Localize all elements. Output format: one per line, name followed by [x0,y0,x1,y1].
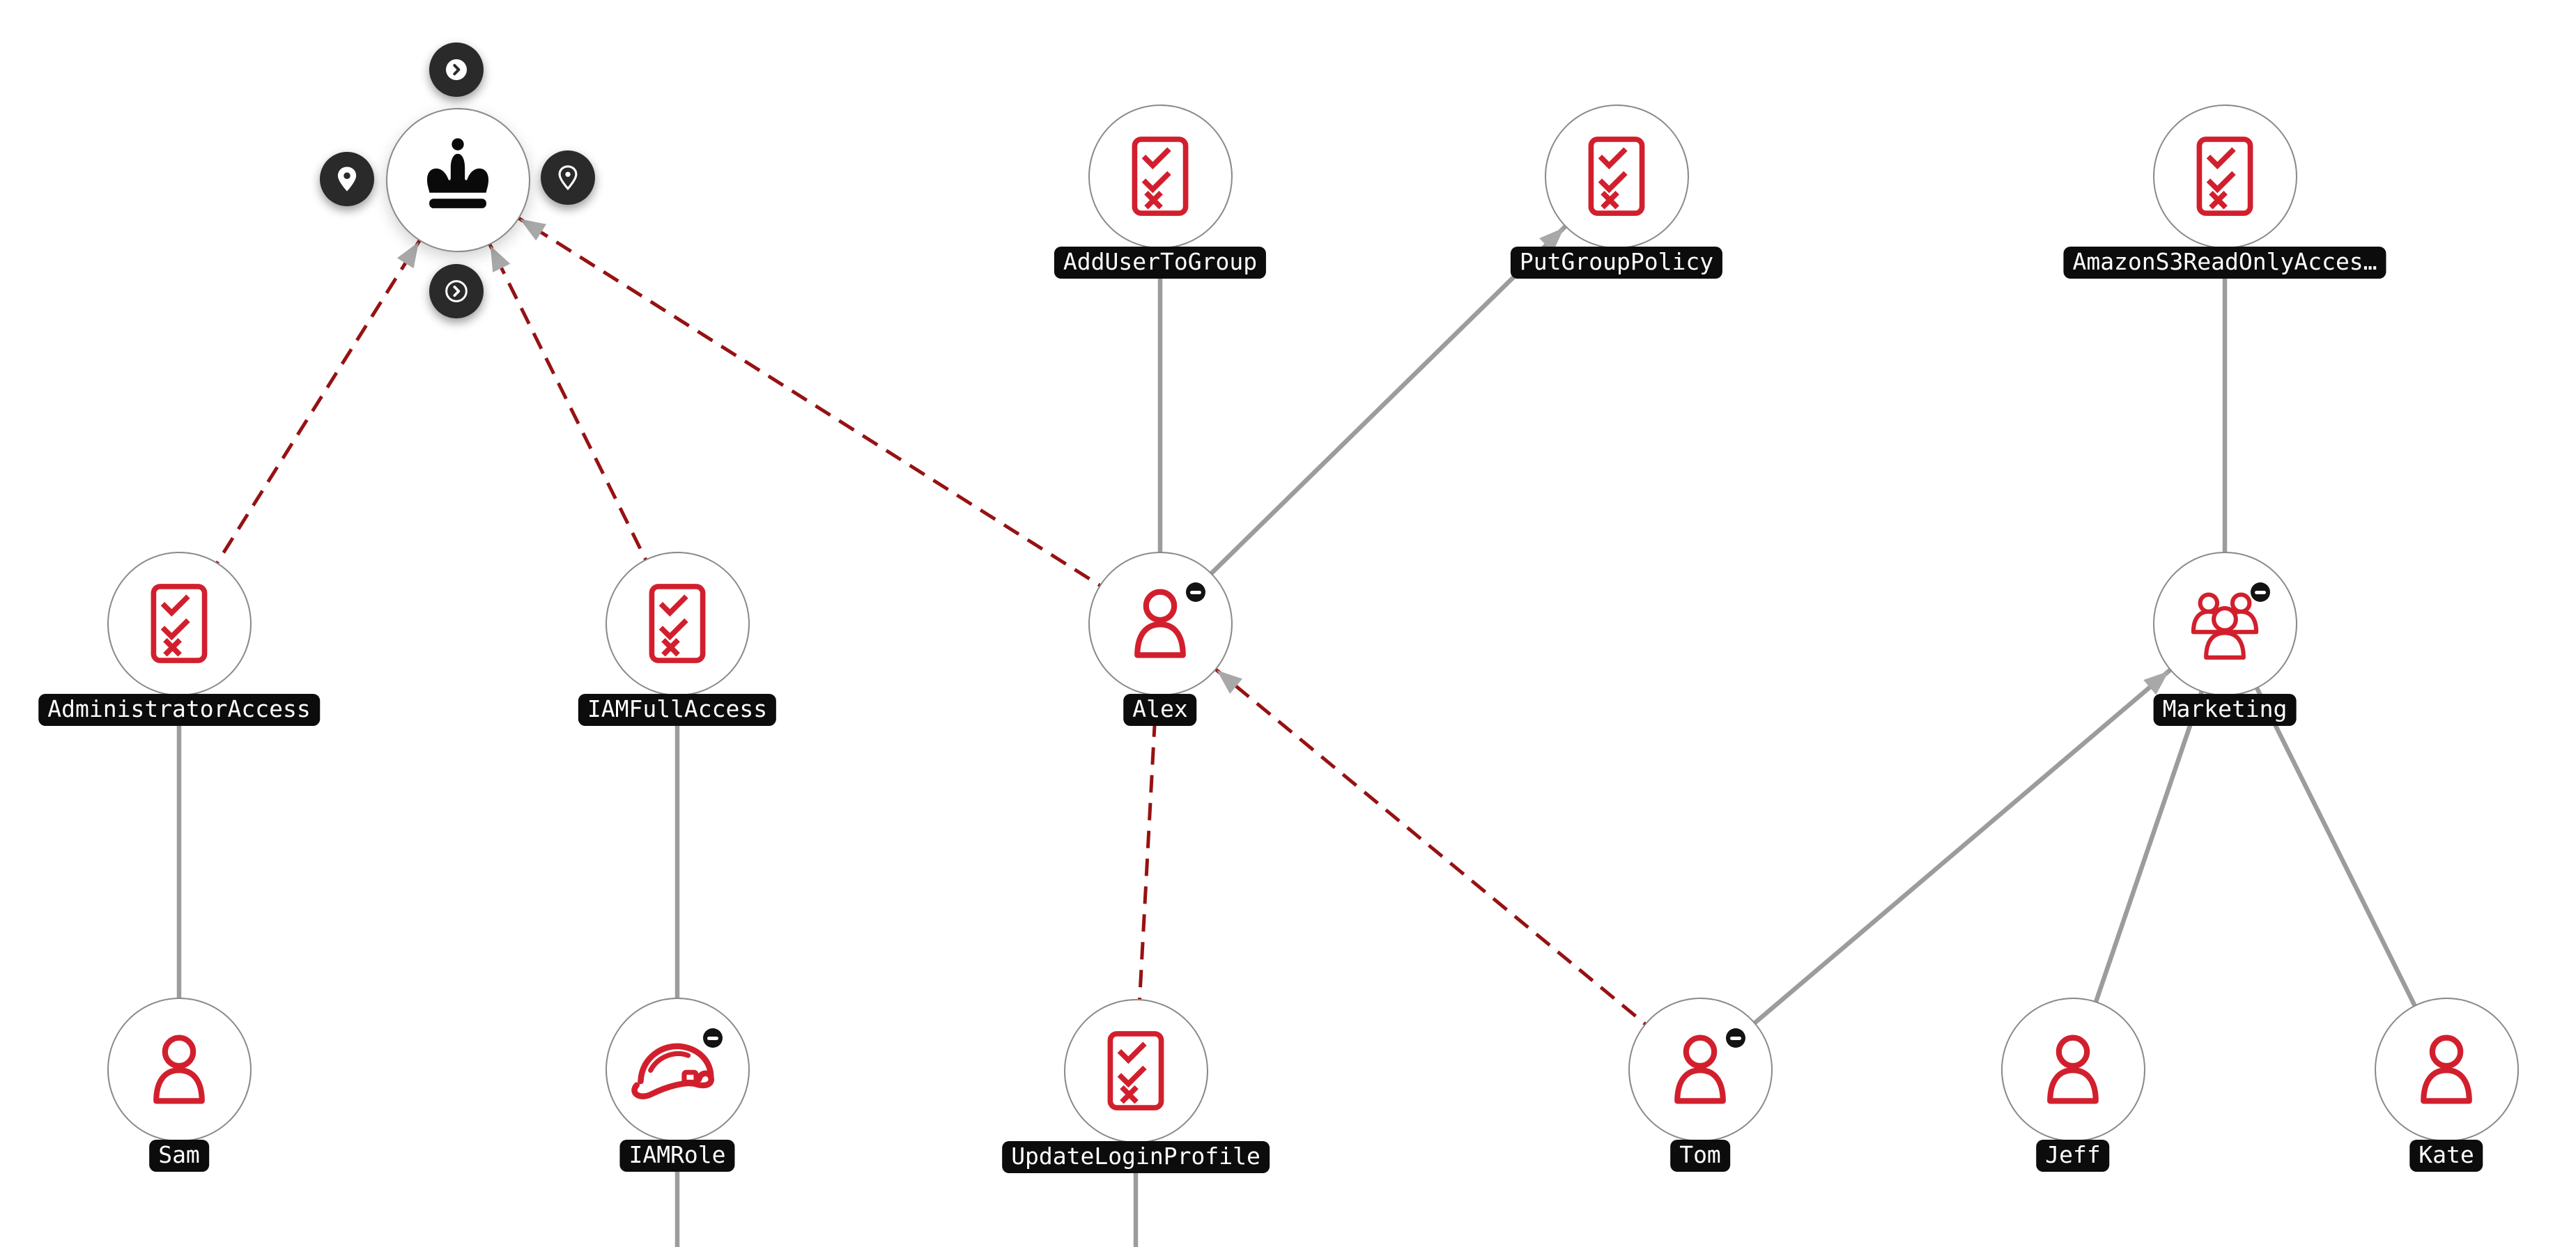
node-IAMRole[interactable] [605,997,750,1142]
chevron-circle-filled-icon [446,59,467,80]
expand-up-button[interactable] [429,42,484,97]
policy-icon [649,584,706,663]
user-icon [1674,1035,1726,1104]
node-admin[interactable] [385,107,530,252]
edge-Kate-to-Marketing[interactable] [2223,622,2448,1071]
edge-Tom-to-Marketing[interactable] [1698,621,2227,1071]
node-label-Alex[interactable]: Alex [1123,694,1197,726]
node-label-Kate[interactable]: Kate [2409,1140,2483,1172]
pin-left-button[interactable] [320,152,374,206]
node-label-Sam[interactable]: Sam [149,1140,209,1172]
node-label-PutGroupPolicy[interactable]: PutGroupPolicy [1510,247,1723,279]
minus-icon [1190,590,1201,594]
crown-icon [426,138,489,208]
arrowhead-Tom-to-Marketing [2143,671,2169,695]
node-label-AddUserToGroup[interactable]: AddUserToGroup [1054,247,1267,279]
chevron-circle-outline-icon [445,280,468,302]
node-label-IAMRole[interactable]: IAMRole [619,1140,735,1172]
policy-icon [1588,137,1645,216]
node-Marketing[interactable] [2152,551,2297,696]
user-icon [153,1035,205,1104]
pin-outline-icon [558,165,578,191]
minus-icon [2255,590,2266,594]
node-label-IAMFullAccess[interactable]: IAMFullAccess [578,694,777,726]
node-AddUserToGroup[interactable] [1088,104,1233,249]
node-label-Tom[interactable]: Tom [1670,1140,1730,1172]
minus-icon [707,1036,718,1040]
node-Jeff[interactable] [2000,997,2145,1142]
node-IAMFullAccess[interactable] [605,551,750,696]
node-Alex[interactable] [1088,551,1233,696]
arrowhead-IAMFullAccess-to-admin [490,245,511,273]
expand-down-button[interactable] [429,264,484,318]
node-PutGroupPolicy[interactable] [1544,104,1689,249]
collapse-badge-Tom[interactable] [1726,1028,1745,1048]
policy-icon [151,584,208,663]
collapse-badge-IAMRole[interactable] [703,1028,723,1048]
edge-AdministratorAccess-to-admin[interactable] [177,178,460,625]
node-AmazonS3ReadOnlyAccess[interactable] [2152,104,2297,249]
group-icon [2191,592,2259,660]
edge-Alex-to-admin[interactable] [456,178,1162,626]
node-label-UpdateLoginProfile[interactable]: UpdateLoginProfile [1002,1141,1270,1173]
role-icon [631,1043,714,1099]
collapse-badge-Alex[interactable] [1186,582,1205,602]
node-UpdateLoginProfile[interactable] [1063,998,1208,1143]
node-label-AmazonS3ReadOnlyAccess[interactable]: AmazonS3ReadOnlyAcces… [2063,247,2386,279]
user-icon [1134,589,1186,658]
node-label-Jeff[interactable]: Jeff [2036,1140,2110,1172]
node-Tom[interactable] [1628,997,1773,1142]
node-AdministratorAccess[interactable] [107,551,252,696]
edge-Tom-to-Alex[interactable] [1159,622,1702,1071]
arrowhead-AdministratorAccess-to-admin [396,242,419,269]
policy-icon [2196,137,2253,216]
node-label-Marketing[interactable]: Marketing [2153,694,2297,726]
arrowhead-Alex-to-PutGroupPolicy [1539,227,1564,253]
arrowhead-Tom-to-Alex [1217,670,1243,694]
node-Kate[interactable] [2374,997,2519,1142]
user-icon [2421,1035,2472,1104]
arrowhead-Alex-to-admin [520,219,547,241]
pin-right-button[interactable] [541,150,595,205]
collapse-badge-Marketing[interactable] [2251,582,2270,602]
policy-icon [1132,137,1189,216]
user-icon [2047,1035,2099,1104]
node-label-AdministratorAccess[interactable]: AdministratorAccess [38,694,320,726]
policy-icon [1107,1031,1164,1110]
minus-icon [1730,1036,1741,1040]
pin-filled-icon [337,166,357,192]
node-Sam[interactable] [107,997,252,1142]
